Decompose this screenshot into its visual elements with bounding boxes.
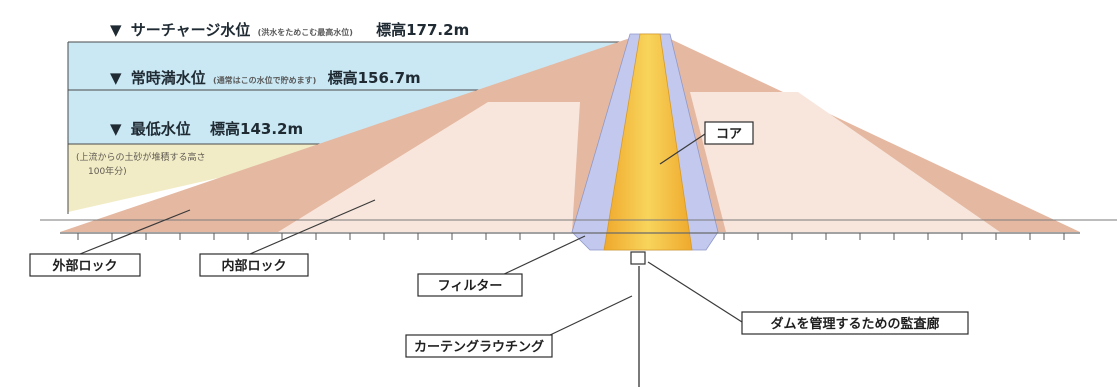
svg-text:▼ 最低水位 標高143.2m: ▼ 最低水位 標高143.2m	[110, 120, 303, 138]
minimum-level-label: ▼ 最低水位 標高143.2m	[110, 120, 303, 138]
curtain-grouting-leader	[547, 295, 633, 337]
inspection-gallery-label: ダムを管理するための監査廊	[770, 316, 939, 332]
filter-leader	[499, 235, 586, 277]
inspection-gallery	[630, 251, 646, 265]
inspection-gallery-label-box	[741, 311, 969, 335]
minimum-level-name: 最低水位	[131, 120, 191, 138]
curtain-grouting-label-box	[405, 334, 553, 358]
full-level-name: 常時満水位	[131, 69, 206, 87]
full-level-note: (通常はこの水位で貯めます)	[213, 75, 316, 85]
surcharge-level-name: サーチャージ水位	[131, 21, 251, 39]
curtain-grouting-label: カーテングラウチング	[414, 339, 544, 355]
core-zone	[603, 33, 693, 251]
filter-label-box	[417, 273, 523, 297]
inner-rock-leader	[249, 199, 376, 255]
level-marker-icon: ▼	[110, 21, 122, 39]
svg-text:▼ サーチャージ水位 (洪水をためこ: ▼ サーチャージ水位 (洪水をためこむ最高水位) 標高177.2m	[110, 21, 469, 39]
level-marker-icon: ▼	[110, 120, 122, 138]
core-label-box	[704, 121, 754, 145]
full-level-elevation: 標高156.7m	[328, 69, 421, 87]
inspection-gallery-leader	[647, 261, 743, 323]
svg-text:▼ 常時満水位 (通常はこの水位で貯: ▼ 常時満水位 (通常はこの水位で貯めます) 標高156.7m	[110, 69, 421, 87]
inner-rock-label-box	[199, 253, 309, 277]
outer-rock-label: 外部ロック	[51, 258, 117, 274]
outer-rock-leader	[79, 209, 191, 255]
foundation-ticks	[77, 233, 1065, 240]
full-level-label: ▼ 常時満水位 (通常はこの水位で貯めます) 標高156.7m	[110, 69, 421, 87]
level-marker-icon: ▼	[110, 69, 122, 87]
surcharge-level-label: ▼ サーチャージ水位 (洪水をためこむ最高水位) 標高177.2m	[110, 21, 469, 39]
sediment-note-line1: (上流からの土砂が堆積する高さ	[76, 151, 206, 163]
inner-rock-label: 内部ロック	[221, 258, 286, 274]
surcharge-level-elevation: 標高177.2m	[376, 21, 469, 39]
sediment-note-line2: 100年分)	[88, 165, 127, 177]
outer-rock-label-box	[29, 253, 141, 277]
core-label: コア	[716, 127, 742, 142]
inner-rock-zone-downstream	[690, 92, 1000, 232]
core-leader	[659, 133, 706, 165]
filter-label: フィルター	[438, 279, 503, 294]
inner-rock-zone-upstream	[278, 102, 580, 232]
surcharge-level-note: (洪水をためこむ最高水位)	[258, 27, 353, 37]
minimum-level-elevation: 標高143.2m	[210, 120, 303, 138]
